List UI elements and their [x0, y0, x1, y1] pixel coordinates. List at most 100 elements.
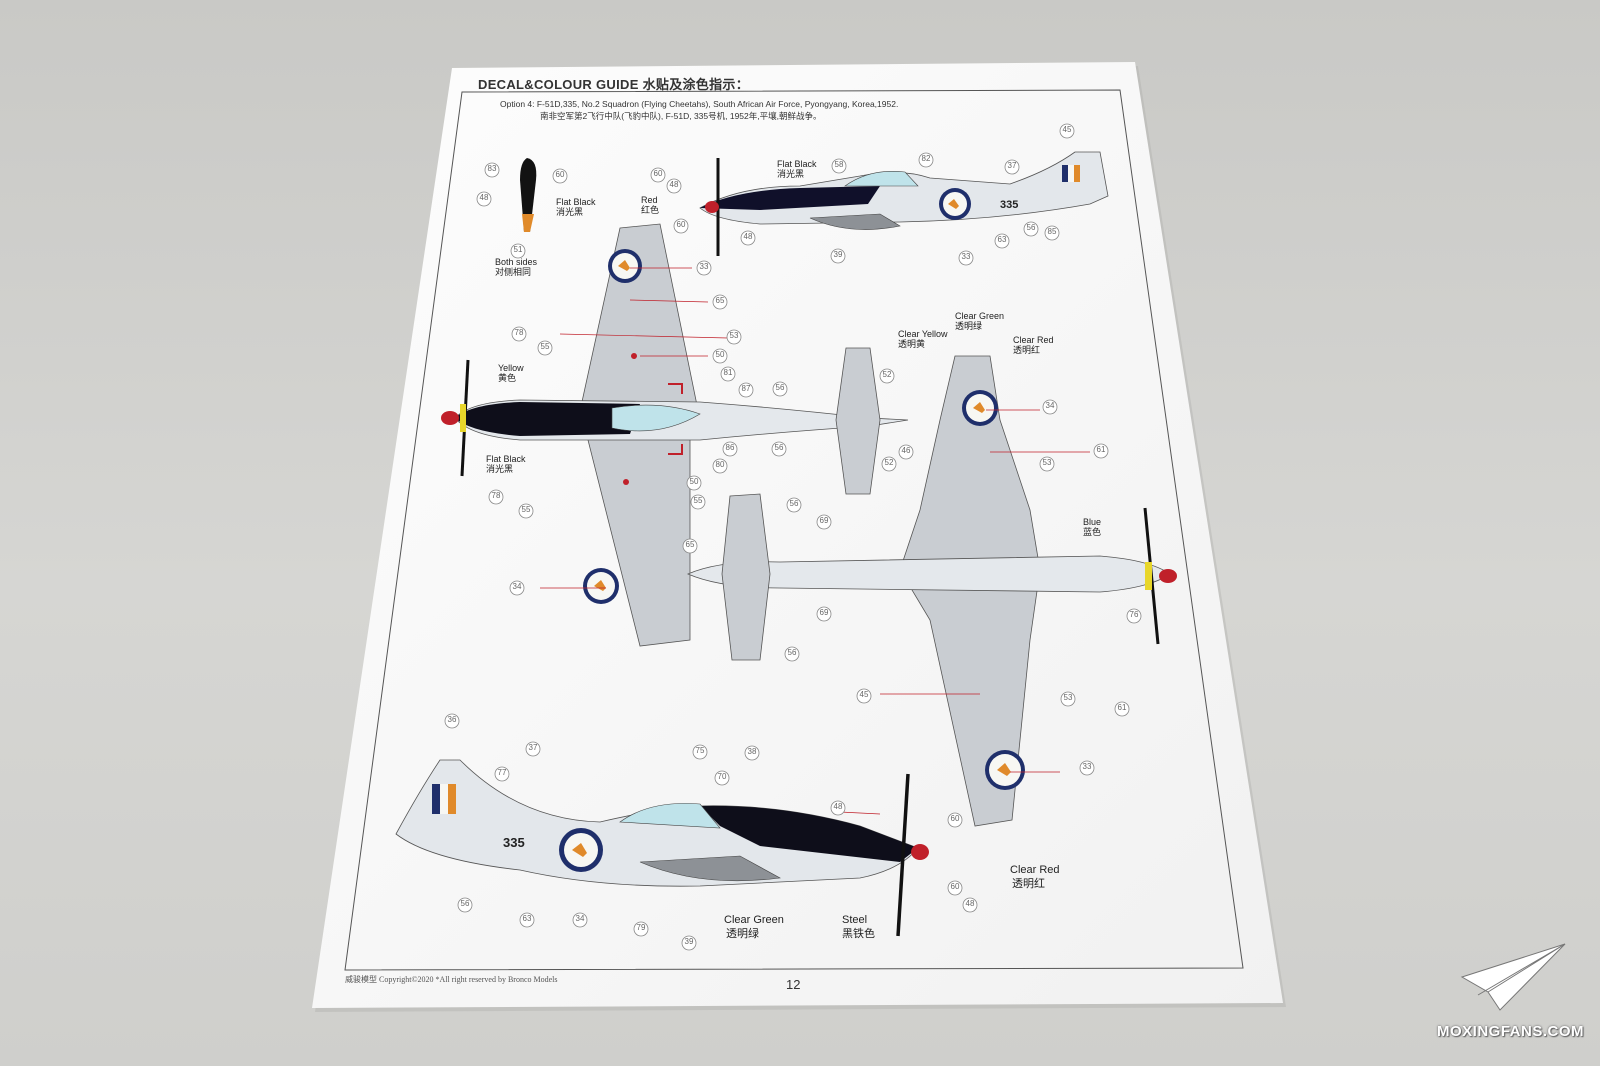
callout-number: 34 — [512, 582, 522, 591]
callout-number: 56 — [787, 648, 797, 657]
callout-number: 51 — [513, 245, 523, 254]
callout-number: 45 — [1062, 125, 1072, 134]
page-title: DECAL&COLOUR GUIDE 水贴及涂色指示： — [478, 77, 749, 92]
callout-number: 60 — [676, 220, 686, 229]
callout-number: 53 — [1042, 458, 1052, 467]
callout-number: 76 — [1129, 610, 1139, 619]
callout-number: 85 — [1047, 227, 1057, 236]
callout-number: 50 — [715, 350, 725, 359]
label-clear-yellow-cn: 透明黄 — [898, 339, 926, 349]
top-view-upper — [441, 223, 909, 647]
callout-number: 86 — [725, 443, 735, 452]
callout-number: 37 — [1007, 161, 1017, 170]
callout-number: 50 — [689, 477, 699, 486]
callout-number: 70 — [717, 772, 727, 781]
label-both-sides-cn: 对侧相同 — [495, 267, 532, 277]
callout-number: 82 — [921, 154, 931, 163]
label-red-cn: 红色 — [641, 205, 660, 215]
callout-number: 56 — [774, 443, 784, 452]
side-view-right-large — [395, 759, 929, 937]
leader-lines — [540, 267, 1090, 815]
callout-number: 55 — [693, 496, 703, 505]
paper-sheet — [312, 62, 1286, 1012]
label-flat-black-top-view-cn: 消光黑 — [486, 464, 514, 474]
label-yellow-cn: 黄色 — [498, 373, 517, 383]
aircraft-code-small: 335 — [1000, 199, 1019, 211]
aircraft-code-large: 335 — [503, 835, 525, 850]
label-blue: Blue — [1083, 517, 1102, 527]
callout-number: 55 — [540, 342, 550, 351]
callout-number: 34 — [1045, 401, 1055, 410]
callout-number: 48 — [965, 899, 975, 908]
callout-number: 75 — [695, 746, 705, 755]
callout-number: 63 — [522, 914, 532, 923]
label-blue-cn: 蓝色 — [1083, 527, 1102, 537]
callout-number: 46 — [901, 446, 911, 455]
callout-number: 79 — [636, 923, 646, 932]
callout-number: 69 — [819, 516, 829, 525]
callout-number: 55 — [521, 505, 531, 514]
callout-number: 77 — [497, 768, 507, 777]
callout-number: 60 — [653, 169, 663, 178]
label-both-sides: Both sides — [495, 257, 538, 267]
label-steel-cn: 黑铁色 — [842, 928, 875, 940]
label-clear-green-cn: 透明绿 — [955, 321, 983, 331]
page-number: 12 — [786, 977, 801, 992]
callout-number: 65 — [715, 296, 725, 305]
callout-number: 56 — [460, 899, 470, 908]
callout-number: 33 — [961, 252, 971, 261]
label-flat-black-top: Flat Black — [777, 159, 817, 169]
callout-number: 53 — [1063, 693, 1073, 702]
callout-number: 52 — [882, 370, 892, 379]
callout-number: 48 — [833, 802, 843, 811]
callout-number: 56 — [775, 383, 785, 392]
label-clear-red-top-cn: 透明红 — [1013, 345, 1041, 355]
label-flat-black-spinner-cn: 消光黑 — [556, 207, 584, 217]
callout-markers — [444, 123, 1142, 951]
callout-number: 33 — [699, 262, 709, 271]
footer-copyright: 威骏模型 Copyright©2020 *All right reserved … — [345, 975, 558, 984]
callout-number: 58 — [834, 160, 844, 169]
side-view-left-small — [699, 151, 1109, 256]
callout-number: 48 — [669, 180, 679, 189]
label-flat-black-top-view: Flat Black — [486, 454, 526, 464]
callout-number: 78 — [514, 328, 524, 337]
option-description-cn: 南非空军第2飞行中队(飞豹中队), F-51D, 335号机, 1952年,平壤… — [540, 111, 822, 121]
callout-number: 39 — [684, 937, 694, 946]
callout-number: 39 — [833, 250, 843, 259]
callout-number: 33 — [1082, 762, 1092, 771]
label-red: Red — [641, 195, 658, 205]
callout-number: 60 — [950, 882, 960, 891]
watermark-text: MOXINGFANS.COM — [1437, 1023, 1585, 1040]
callout-number: 78 — [491, 491, 501, 500]
callout-number: 83 — [487, 164, 497, 173]
callout-number: 61 — [1117, 703, 1127, 712]
callout-number: 60 — [950, 814, 960, 823]
label-clear-green: Clear Green — [955, 311, 1005, 321]
label-clear-green-bottom: Clear Green — [724, 914, 784, 926]
callout-number: 45 — [859, 690, 869, 699]
callout-number: 56 — [1026, 223, 1036, 232]
callout-number: 61 — [1096, 445, 1106, 454]
label-steel: Steel — [842, 914, 868, 926]
label-clear-red-bottom-cn: 透明红 — [1012, 878, 1045, 890]
label-clear-red-bottom: Clear Red — [1010, 864, 1060, 876]
callout-number: 34 — [575, 914, 585, 923]
paper-plane-icon — [1460, 943, 1566, 1011]
label-yellow: Yellow — [498, 363, 524, 373]
callout-number: 48 — [743, 232, 753, 241]
callout-number: 69 — [819, 608, 829, 617]
callout-number: 81 — [723, 368, 733, 377]
bottom-view-right — [687, 355, 1177, 827]
label-flat-black-top-cn: 消光黑 — [777, 169, 805, 179]
label-flat-black-spinner: Flat Black — [556, 197, 596, 207]
callout-number: 60 — [555, 170, 565, 179]
label-clear-green-bottom-cn: 透明绿 — [726, 928, 759, 940]
callout-number: 38 — [747, 747, 757, 756]
callout-number: 52 — [884, 458, 894, 467]
spinner-detail — [520, 158, 537, 232]
callout-number: 80 — [715, 460, 725, 469]
callout-number: 48 — [479, 193, 489, 202]
callout-number: 65 — [685, 540, 695, 549]
